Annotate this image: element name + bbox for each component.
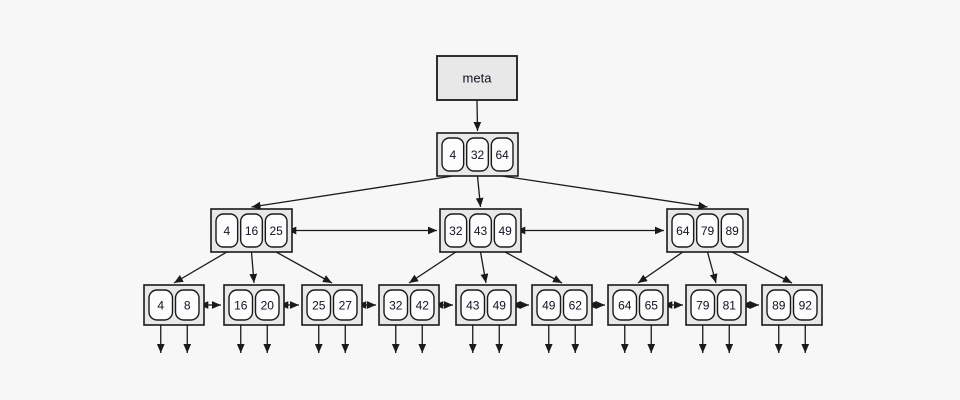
tree-node-leaf-4[interactable]: 43 49 bbox=[455, 284, 517, 326]
key-cell-leaf-2-0[interactable] bbox=[306, 289, 332, 321]
key-cell-leaf-0-1[interactable] bbox=[174, 289, 200, 321]
edge-root-to-internal-1 bbox=[475, 175, 484, 208]
key-label-leaf-5-1: 62 bbox=[569, 299, 583, 313]
key-label-internal-0-1: 16 bbox=[245, 224, 259, 238]
key-cell-leaf-5-0[interactable] bbox=[536, 289, 562, 321]
key-cell-leaf-6-0[interactable] bbox=[612, 289, 638, 321]
key-label-leaf-2-1: 27 bbox=[339, 299, 353, 313]
edge-internal-2-to-leaf-8 bbox=[731, 251, 793, 284]
key-label-internal-0-0: 4 bbox=[223, 224, 230, 238]
tree-node-leaf-5[interactable]: 49 62 bbox=[531, 284, 593, 326]
tree-node-leaf-8[interactable]: 89 92 bbox=[761, 284, 823, 326]
key-label-root-2: 64 bbox=[495, 148, 509, 162]
tree-node-internal-1[interactable]: 32 43 49 bbox=[439, 208, 522, 253]
key-cell-leaf-5-1[interactable] bbox=[562, 289, 588, 321]
meta-node-box bbox=[436, 55, 518, 101]
key-cell-internal-2-2[interactable] bbox=[720, 213, 744, 248]
tree-node-leaf-2[interactable]: 25 27 bbox=[301, 284, 363, 326]
key-label-leaf-1-0: 16 bbox=[234, 299, 248, 313]
key-label-internal-2-0: 64 bbox=[676, 224, 690, 238]
key-label-internal-0-2: 25 bbox=[269, 224, 283, 238]
key-cell-leaf-1-0[interactable] bbox=[228, 289, 254, 321]
key-cell-leaf-0-0[interactable] bbox=[148, 289, 174, 321]
key-label-internal-1-0: 32 bbox=[449, 224, 463, 238]
key-label-leaf-2-0: 25 bbox=[312, 299, 326, 313]
edge-internal-0-to-leaf-2 bbox=[275, 251, 333, 284]
key-label-leaf-8-0: 89 bbox=[772, 299, 786, 313]
key-label-leaf-3-0: 32 bbox=[389, 299, 403, 313]
edge-internal-2-to-leaf-6 bbox=[637, 251, 684, 284]
key-cell-leaf-1-1[interactable] bbox=[254, 289, 280, 321]
key-label-leaf-6-1: 65 bbox=[645, 299, 659, 313]
tree-node-leaf-7[interactable]: 79 81 bbox=[685, 284, 747, 326]
key-label-root-0: 4 bbox=[449, 148, 456, 162]
key-label-leaf-4-0: 43 bbox=[466, 299, 480, 313]
key-cell-leaf-8-1[interactable] bbox=[792, 289, 818, 321]
tree-node-root[interactable]: 4 32 64 bbox=[436, 132, 519, 177]
tree-node-leaf-6[interactable]: 64 65 bbox=[607, 284, 669, 326]
key-cell-leaf-3-1[interactable] bbox=[409, 289, 435, 321]
edge-internal-0-to-leaf-0 bbox=[173, 251, 228, 284]
key-label-leaf-6-0: 64 bbox=[618, 299, 632, 313]
tree-node-leaf-3[interactable]: 32 42 bbox=[378, 284, 440, 326]
key-cell-leaf-2-1[interactable] bbox=[332, 289, 358, 321]
key-cell-internal-1-1[interactable] bbox=[468, 213, 493, 248]
key-cell-leaf-4-1[interactable] bbox=[486, 289, 512, 321]
key-label-internal-2-1: 79 bbox=[701, 224, 715, 238]
key-cell-leaf-3-0[interactable] bbox=[383, 289, 409, 321]
key-label-leaf-0-0: 4 bbox=[157, 299, 164, 313]
key-label-leaf-4-1: 49 bbox=[493, 299, 507, 313]
key-cell-internal-2-1[interactable] bbox=[695, 213, 720, 248]
edge-internal-1-to-leaf-4 bbox=[479, 251, 489, 284]
key-label-leaf-0-1: 8 bbox=[184, 299, 191, 313]
meta-node-label: meta bbox=[463, 71, 493, 86]
edge-internal-1-to-leaf-3 bbox=[408, 251, 457, 284]
key-label-internal-2-2: 89 bbox=[725, 224, 739, 238]
key-cell-leaf-8-0[interactable] bbox=[766, 289, 792, 321]
key-cell-internal-0-1[interactable] bbox=[239, 213, 264, 248]
key-label-leaf-1-1: 20 bbox=[261, 299, 275, 313]
key-cell-leaf-4-0[interactable] bbox=[460, 289, 486, 321]
key-cell-leaf-7-1[interactable] bbox=[716, 289, 742, 321]
key-cell-leaf-7-0[interactable] bbox=[690, 289, 716, 321]
key-cell-internal-2-0[interactable] bbox=[671, 213, 695, 248]
edge-meta-to-root bbox=[473, 99, 482, 132]
edge-internal-1-to-leaf-5 bbox=[504, 251, 563, 284]
edge-internal-0-to-leaf-1 bbox=[249, 251, 258, 284]
key-cell-internal-1-2[interactable] bbox=[493, 213, 517, 248]
meta-node[interactable]: meta bbox=[436, 55, 518, 101]
key-cell-internal-0-2[interactable] bbox=[264, 213, 288, 248]
edge-root-to-internal-0 bbox=[251, 175, 453, 210]
tree-node-internal-0[interactable]: 4 16 25 bbox=[210, 208, 293, 253]
key-cell-root-1[interactable] bbox=[465, 137, 490, 172]
key-label-leaf-7-1: 81 bbox=[723, 299, 737, 313]
key-cell-leaf-6-1[interactable] bbox=[638, 289, 664, 321]
key-cell-internal-0-0[interactable] bbox=[215, 213, 239, 248]
key-label-leaf-7-0: 79 bbox=[696, 299, 710, 313]
key-label-internal-1-1: 43 bbox=[474, 224, 488, 238]
key-cell-internal-1-0[interactable] bbox=[444, 213, 468, 248]
key-label-internal-1-2: 49 bbox=[498, 224, 512, 238]
key-label-root-1: 32 bbox=[471, 148, 485, 162]
key-label-leaf-3-1: 42 bbox=[416, 299, 430, 313]
key-cell-root-0[interactable] bbox=[441, 137, 465, 172]
key-cell-root-2[interactable] bbox=[490, 137, 514, 172]
edge-layer bbox=[156, 99, 810, 353]
edge-root-to-internal-2 bbox=[502, 175, 708, 210]
tree-node-internal-2[interactable]: 64 79 89 bbox=[666, 208, 749, 253]
key-label-leaf-8-1: 92 bbox=[799, 299, 813, 313]
edge-internal-2-to-leaf-7 bbox=[706, 251, 718, 284]
key-label-leaf-5-0: 49 bbox=[542, 299, 556, 313]
